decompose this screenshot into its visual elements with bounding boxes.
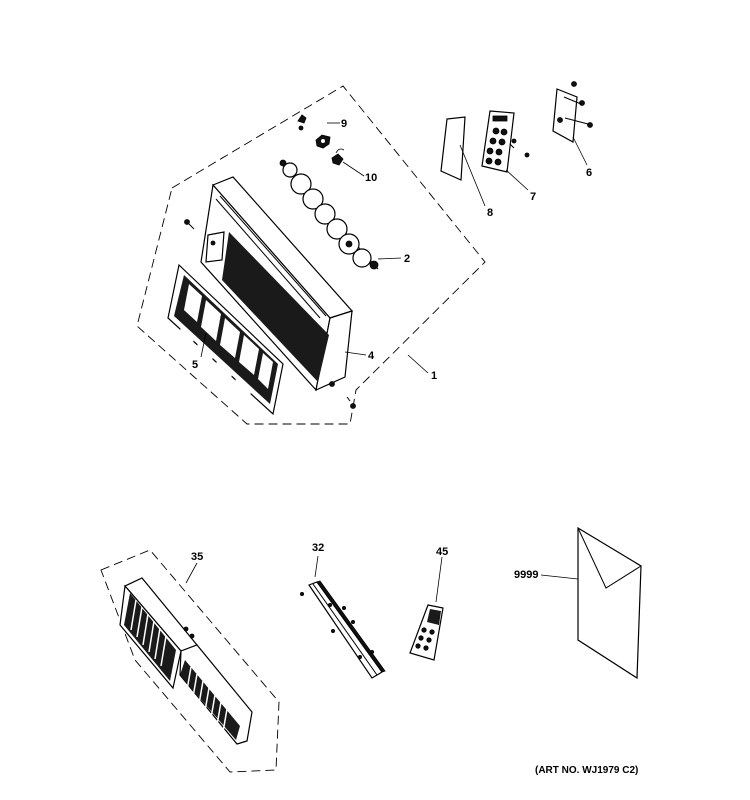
control-board-part xyxy=(481,110,530,173)
remote-control-part xyxy=(409,604,444,661)
owners-manual-envelope-part xyxy=(577,526,642,680)
screw-icon xyxy=(346,396,356,409)
label-part-32: 32 xyxy=(312,542,324,554)
label-part-2: 2 xyxy=(404,253,410,265)
bracket-part xyxy=(552,81,593,143)
front-panel-part xyxy=(200,176,354,392)
label-part-7: 7 xyxy=(530,191,536,203)
label-part-10: 10 xyxy=(365,172,377,184)
label-part-6: 6 xyxy=(586,167,592,179)
label-part-5: 5 xyxy=(192,359,198,371)
label-part-8: 8 xyxy=(487,207,493,219)
label-part-45: 45 xyxy=(436,546,448,558)
mounting-frame-part xyxy=(100,549,280,773)
fastener-part-10 xyxy=(331,148,345,166)
fastener-part-9 xyxy=(297,114,331,149)
front-panel-assembly-group xyxy=(136,85,486,425)
label-part-9: 9 xyxy=(341,118,347,130)
label-part-35: 35 xyxy=(191,551,203,563)
screw-icon xyxy=(184,219,195,230)
mounting-rail-part xyxy=(299,580,386,679)
art-number: (ART NO. WJ1979 C2) xyxy=(535,765,638,776)
air-filter-part xyxy=(167,263,284,416)
louver-wheels-part xyxy=(279,159,379,270)
label-part-1: 1 xyxy=(431,370,437,382)
leader-lines xyxy=(185,122,588,603)
label-part-4: 4 xyxy=(368,350,375,362)
label-part-9999: 9999 xyxy=(514,569,538,581)
label-card-part xyxy=(440,116,466,181)
